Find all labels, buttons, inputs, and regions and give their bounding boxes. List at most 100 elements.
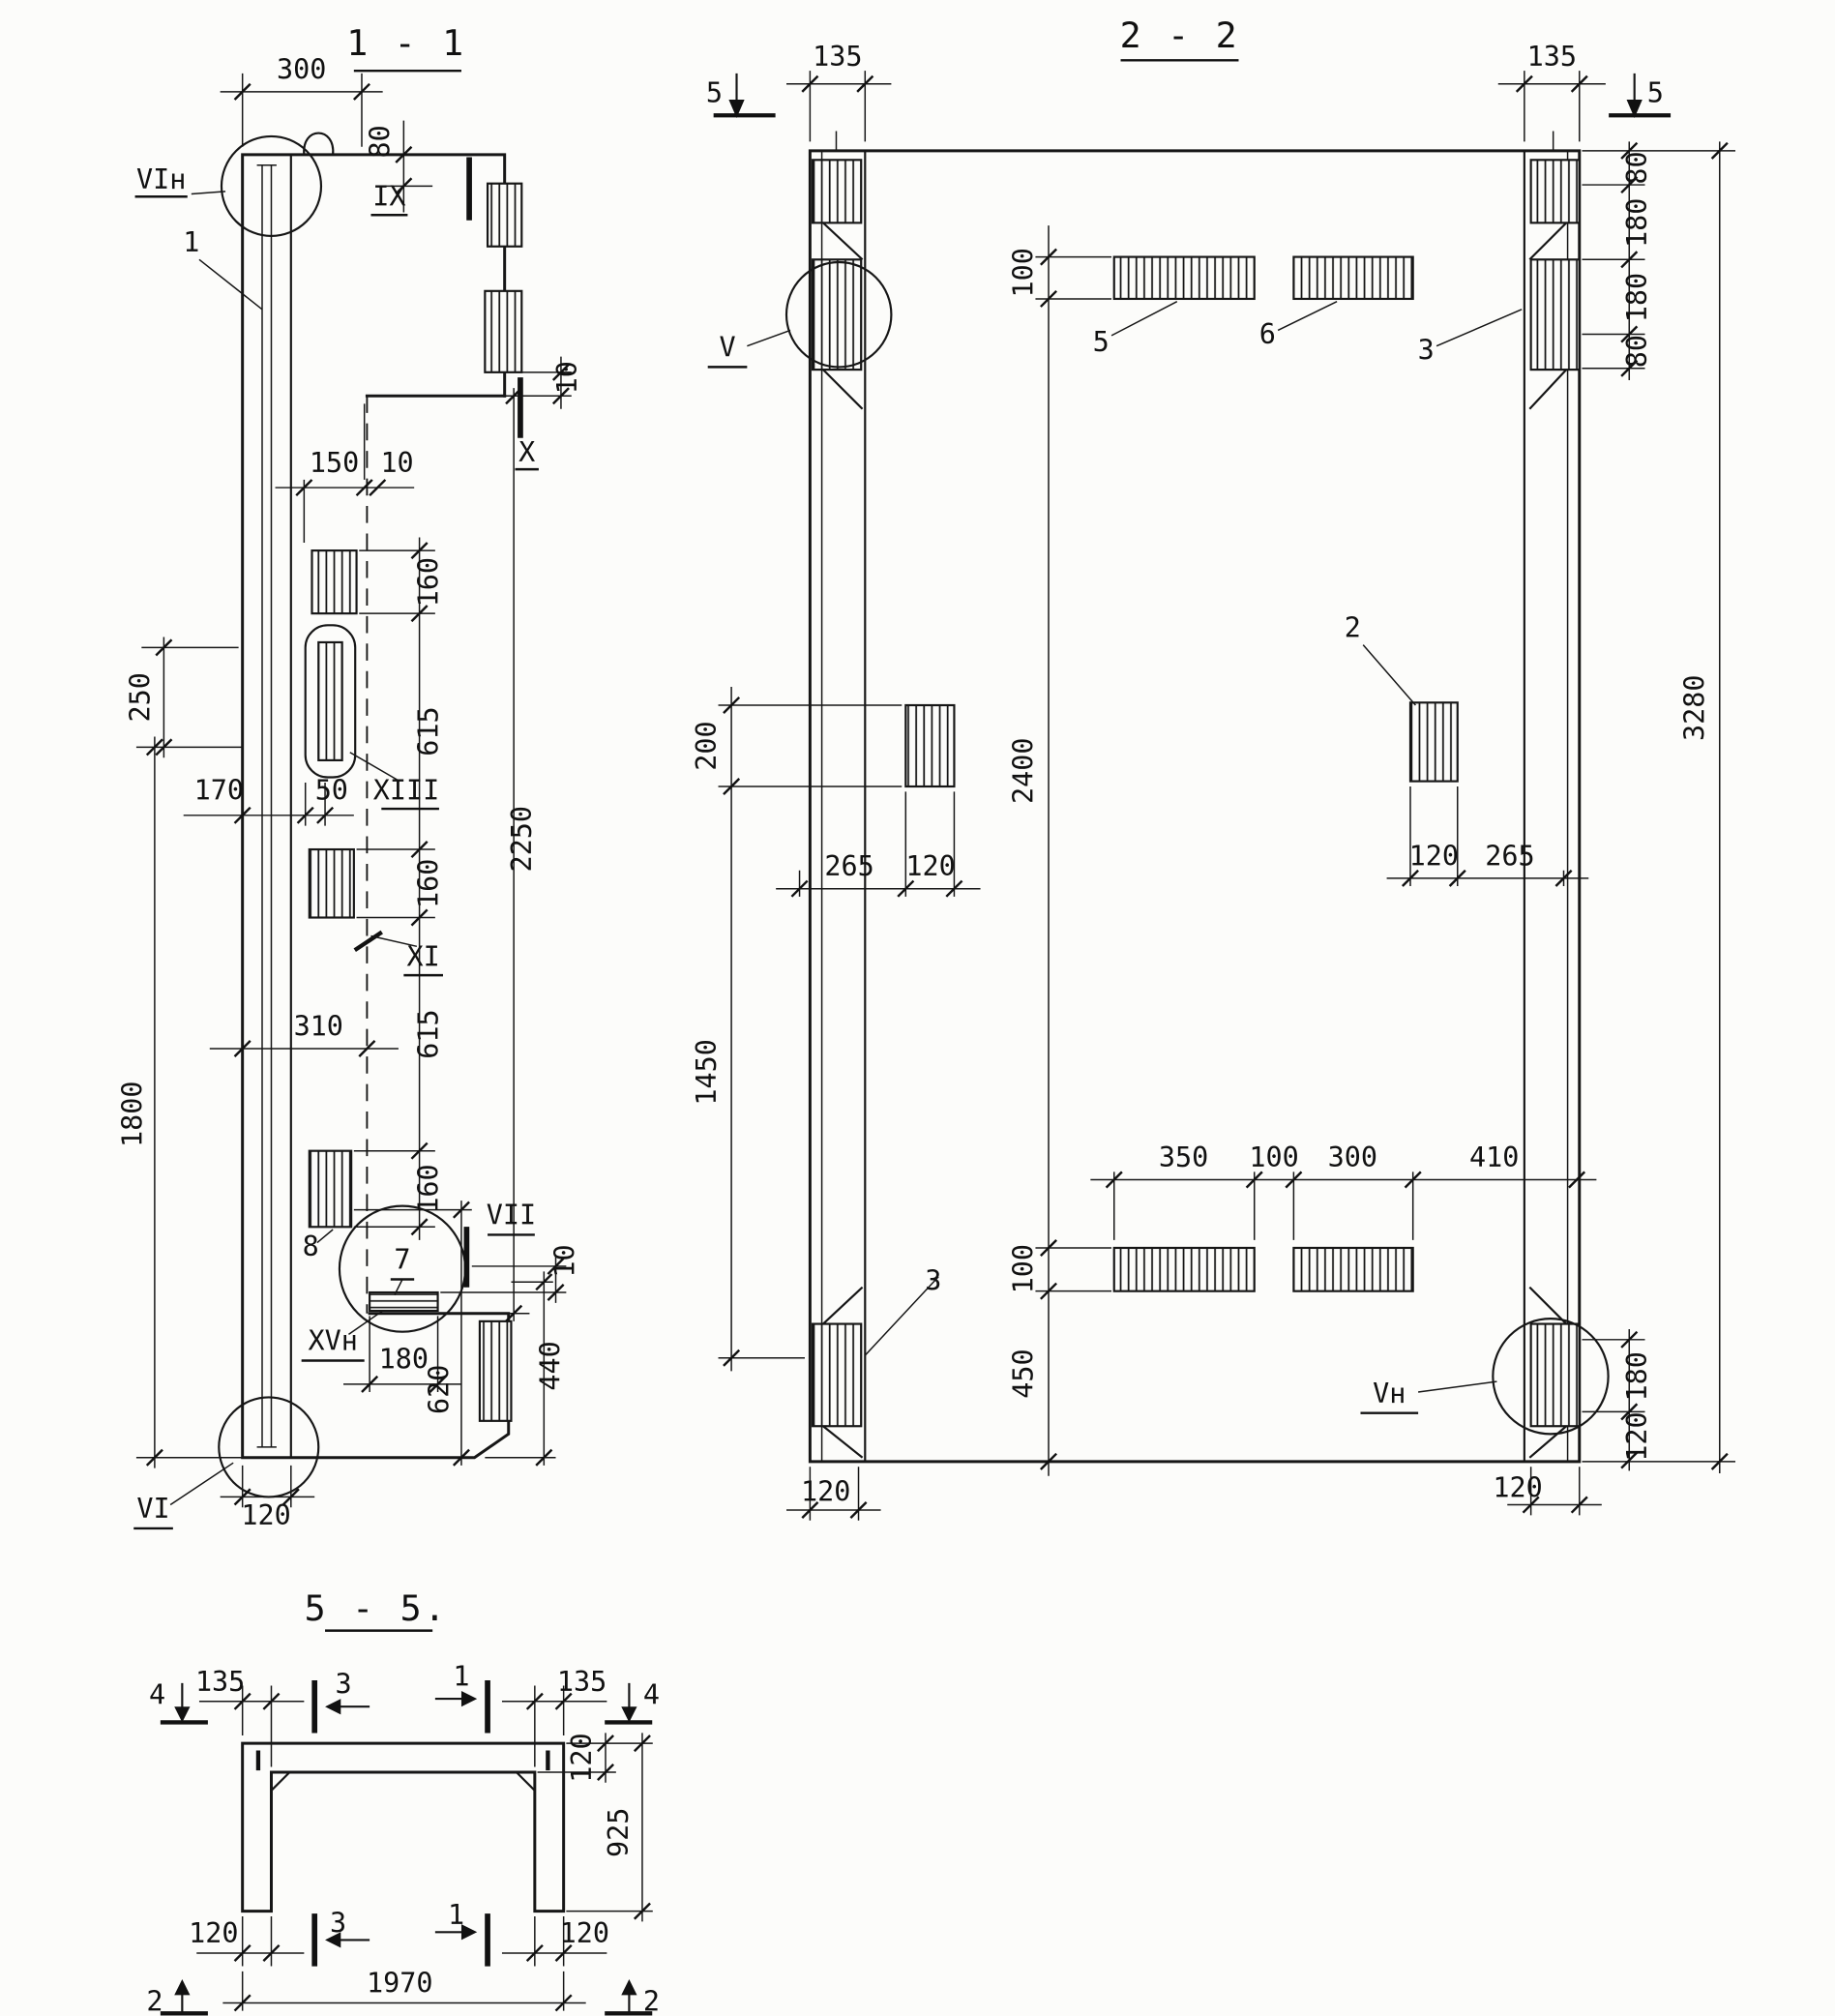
dim-100-mid: 100: [1249, 1141, 1298, 1173]
lifting-loop: [303, 132, 335, 155]
slot-plate: [317, 640, 343, 761]
dim-440: 440: [535, 1341, 567, 1390]
dim-180-3: 180: [1621, 1351, 1653, 1401]
detail-callout-circle-vh: [1492, 1318, 1610, 1436]
channel-outline-5-5: [241, 1741, 566, 1913]
dim-120-bl: 120: [189, 1917, 238, 1949]
section-5-label-right: 5: [1647, 77, 1664, 109]
slot-outline: [304, 624, 357, 779]
dim-100-top: 100: [1008, 248, 1040, 297]
section-title-1-1: 1 - 1: [346, 22, 466, 64]
rib-plate: [1529, 159, 1581, 224]
item-label-2: 2: [1345, 612, 1361, 644]
section-3-label-top: 3: [335, 1669, 351, 1701]
section-2-label-left: 2: [146, 1986, 163, 2016]
dim-2250: 2250: [506, 806, 538, 872]
panel-outline-2-2: [808, 149, 1582, 1464]
embedded-plate: [478, 1319, 513, 1422]
dim-2400: 2400: [1008, 738, 1040, 804]
mark-vih: VIн: [136, 163, 186, 195]
dim-310: 310: [294, 1010, 343, 1042]
dim-150: 150: [310, 447, 359, 479]
section-cut-bars: [311, 1679, 490, 1967]
dim-410: 410: [1469, 1141, 1519, 1173]
dimension-lines: [718, 71, 1736, 1521]
mark-vi: VI: [136, 1493, 169, 1525]
dim-180-1: 180: [1621, 198, 1653, 248]
section-title-2-2: 2 - 2: [1120, 15, 1240, 56]
dim-265-left: 265: [824, 850, 873, 882]
label-underlines: [133, 69, 539, 1530]
dim-120-right: 120: [1409, 840, 1459, 872]
dim-80-1: 80: [1621, 151, 1653, 184]
dim-10-150: 10: [380, 447, 413, 479]
section-2-label-right: 2: [643, 1986, 660, 2016]
dim-1970: 1970: [367, 1968, 432, 2000]
dimension-lines: [196, 1685, 653, 2011]
dim-450: 450: [1008, 1349, 1040, 1398]
section-cut-end-bars: [160, 1720, 653, 2016]
rib-taper-lines: [822, 222, 1568, 1459]
leader-lines: [747, 300, 1523, 1393]
mark-v: V: [719, 332, 735, 364]
embedded-bar-5-bottom: [1112, 1246, 1256, 1292]
embedded-plate: [484, 289, 523, 373]
view-section-1-1: 1 - 1 300 80 VIн IX 1 10 X 150 10 160 61…: [116, 22, 583, 1531]
dim-120-br: 120: [560, 1917, 609, 1949]
dim-350: 350: [1159, 1141, 1208, 1173]
dim-250: 250: [124, 672, 156, 722]
dim-120-left: 120: [905, 850, 955, 882]
section-5-label-left: 5: [706, 77, 723, 109]
dim-615-2: 615: [413, 1009, 445, 1058]
rib-plate: [812, 159, 863, 224]
dim-180-2: 180: [1621, 273, 1653, 322]
view-section-2-2: 2 - 2 5 135 135 5 80 180 180 80 100 5 6 …: [691, 15, 1736, 1521]
dim-135-left: 135: [813, 41, 862, 73]
dim-170: 170: [194, 775, 244, 807]
dim-100-bottom: 100: [1008, 1244, 1040, 1293]
section-4-label-left: 4: [149, 1679, 165, 1711]
embedded-plate-mid-left: [904, 703, 956, 788]
item-label-3-top: 3: [1418, 334, 1435, 366]
corner-bar-marks: [255, 1750, 550, 1771]
item-label-5: 5: [1093, 326, 1110, 358]
section-arrow-lines: [181, 1682, 631, 2014]
mark-xi: XI: [407, 941, 440, 973]
dim-615-1: 615: [413, 706, 445, 756]
detail-callout-circle-v: [784, 260, 893, 369]
dim-120-br: 120: [1493, 1471, 1542, 1503]
embedded-plate: [308, 847, 355, 919]
rib-plate: [1529, 1322, 1581, 1428]
dim-160-2: 160: [413, 859, 445, 908]
dim-265-right: 265: [1485, 840, 1534, 872]
item-label-3-bottom: 3: [925, 1264, 941, 1296]
leader-lines: [169, 191, 418, 1506]
section-1-label-top: 1: [453, 1661, 469, 1693]
reinforcement-lines: [256, 163, 277, 1448]
dim-120: 120: [241, 1499, 290, 1531]
item-label-8: 8: [303, 1230, 319, 1262]
rib-plate: [812, 1322, 863, 1428]
mark-xvh: XVн: [308, 1325, 357, 1357]
dim-120-bl: 120: [801, 1475, 850, 1507]
section-4-label-right: 4: [643, 1679, 660, 1711]
mark-x: X: [518, 436, 535, 468]
embedded-plate: [311, 549, 358, 615]
rib-plate: [812, 258, 863, 371]
section-1-label-bottom: 1: [448, 1899, 464, 1931]
dim-160-3: 160: [413, 1164, 445, 1213]
detail-callout-circle-vih: [220, 134, 323, 237]
rib-plate: [1529, 258, 1581, 371]
section-3-label-bottom: 3: [330, 1907, 346, 1939]
item-label-1: 1: [183, 226, 199, 258]
section-title-5-5: 5 - 5.: [305, 1587, 448, 1629]
mark-ix: IX: [372, 181, 405, 213]
mark-vh: Vн: [1373, 1378, 1406, 1409]
dim-620: 620: [423, 1365, 455, 1414]
dim-120-top: 120: [566, 1733, 598, 1782]
item-label-7: 7: [394, 1244, 410, 1276]
dim-200: 200: [691, 721, 723, 770]
dim-80-2: 80: [1621, 335, 1653, 368]
